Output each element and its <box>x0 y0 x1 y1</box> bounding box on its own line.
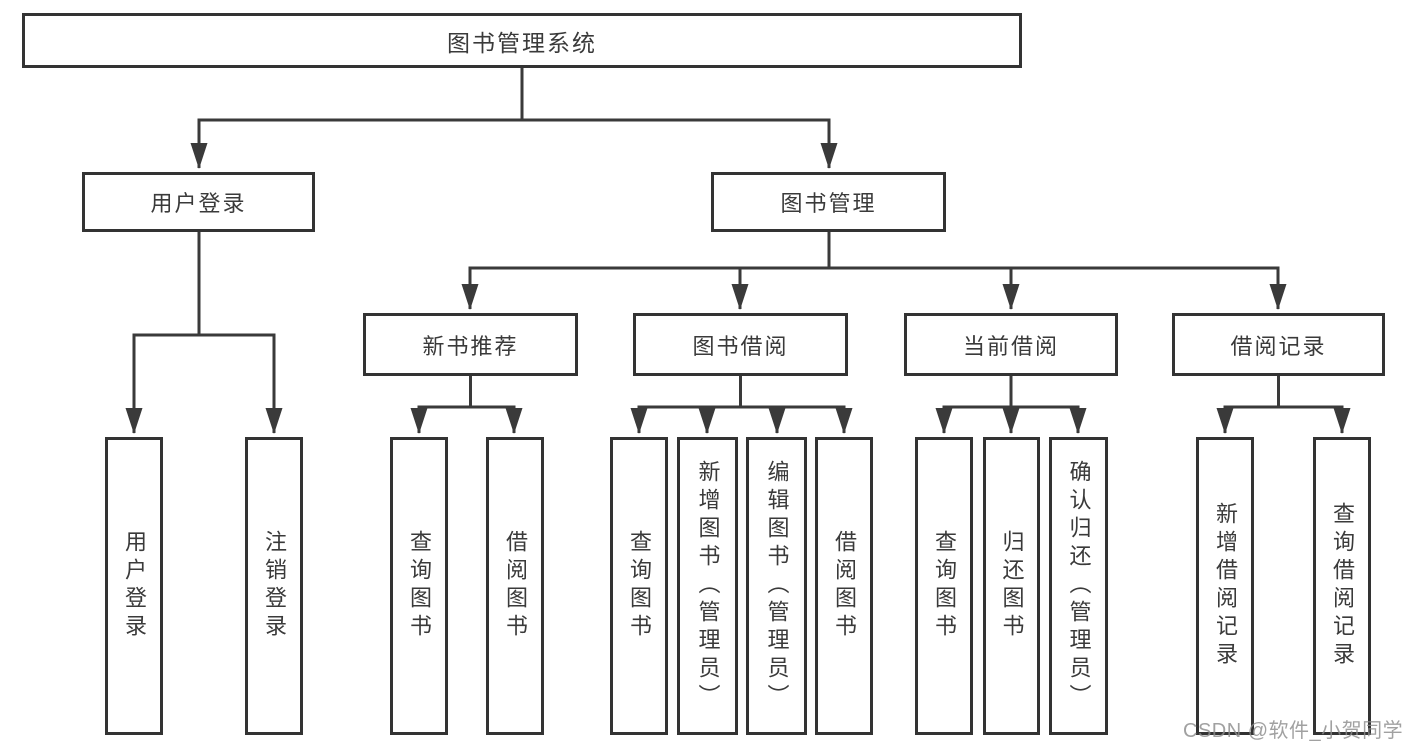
node-label: 借阅图书 <box>503 530 528 642</box>
node-label: 新增借阅记录 <box>1213 502 1238 670</box>
node-label: 借阅记录 <box>1230 333 1327 359</box>
node-label: 归还图书 <box>999 530 1025 642</box>
node-label: 确认归还（管理员） <box>1066 460 1092 712</box>
leaf-query-books-cb: 查询图书 <box>915 437 973 735</box>
node-user-login: 用户登录 <box>82 172 315 232</box>
leaf-edit-books-admin: 编辑图书（管理员） <box>746 437 807 735</box>
node-label: 当前借阅 <box>962 333 1059 359</box>
node-current-borrowing: 当前借阅 <box>904 313 1118 376</box>
csdn-watermark: CSDN @软件_小贺同学 <box>1183 720 1404 742</box>
connector-borrow-records-to-leaves <box>1216 374 1351 434</box>
connector-new-book-to-leaves <box>410 374 523 434</box>
leaf-query-books-nb: 查询图书 <box>390 437 448 735</box>
node-new-book-recommendation: 新书推荐 <box>363 313 578 376</box>
leaf-add-borrow-record: 新增借阅记录 <box>1196 437 1254 735</box>
node-label: 用户登录 <box>122 530 147 642</box>
node-book-management: 图书管理 <box>711 172 946 232</box>
node-borrowing-records: 借阅记录 <box>1172 313 1385 376</box>
connector-current-borrow-to-leaves <box>935 374 1087 434</box>
connector-root-to-level2 <box>190 68 838 169</box>
connector-book-management-to-level3 <box>461 230 1287 310</box>
leaf-borrow-books-bb: 借阅图书 <box>815 437 873 735</box>
node-label: 新书推荐 <box>422 333 519 359</box>
leaf-confirm-return-admin: 确认归还（管理员） <box>1049 437 1108 735</box>
leaf-query-borrow-record: 查询借阅记录 <box>1313 437 1371 735</box>
connector-user-login-to-leaves <box>125 230 283 434</box>
node-label: 借阅图书 <box>832 530 857 642</box>
node-label: 编辑图书（管理员） <box>764 460 790 712</box>
leaf-add-books-admin: 新增图书（管理员） <box>677 437 738 735</box>
leaf-logout: 注销登录 <box>245 437 303 735</box>
node-label: 查询借阅记录 <box>1330 502 1355 670</box>
node-label: 注销登录 <box>262 530 287 642</box>
leaf-user-login: 用户登录 <box>105 437 163 735</box>
connector-book-borrow-to-leaves <box>630 374 853 434</box>
leaf-borrow-books-nb: 借阅图书 <box>486 437 544 735</box>
node-label: 查询图书 <box>627 530 652 642</box>
node-label: 查询图书 <box>932 530 957 642</box>
node-label: 图书管理系统 <box>447 29 597 56</box>
node-label: 图书管理 <box>780 191 877 216</box>
node-label: 用户登录 <box>150 191 247 216</box>
node-root-library-management-system: 图书管理系统 <box>22 13 1022 68</box>
leaf-return-books: 归还图书 <box>983 437 1040 735</box>
node-label: 图书借阅 <box>692 333 789 359</box>
node-book-borrowing: 图书借阅 <box>633 313 848 376</box>
node-label: 查询图书 <box>407 530 432 642</box>
node-label: 新增图书（管理员） <box>695 460 721 712</box>
leaf-query-books-bb: 查询图书 <box>610 437 668 735</box>
